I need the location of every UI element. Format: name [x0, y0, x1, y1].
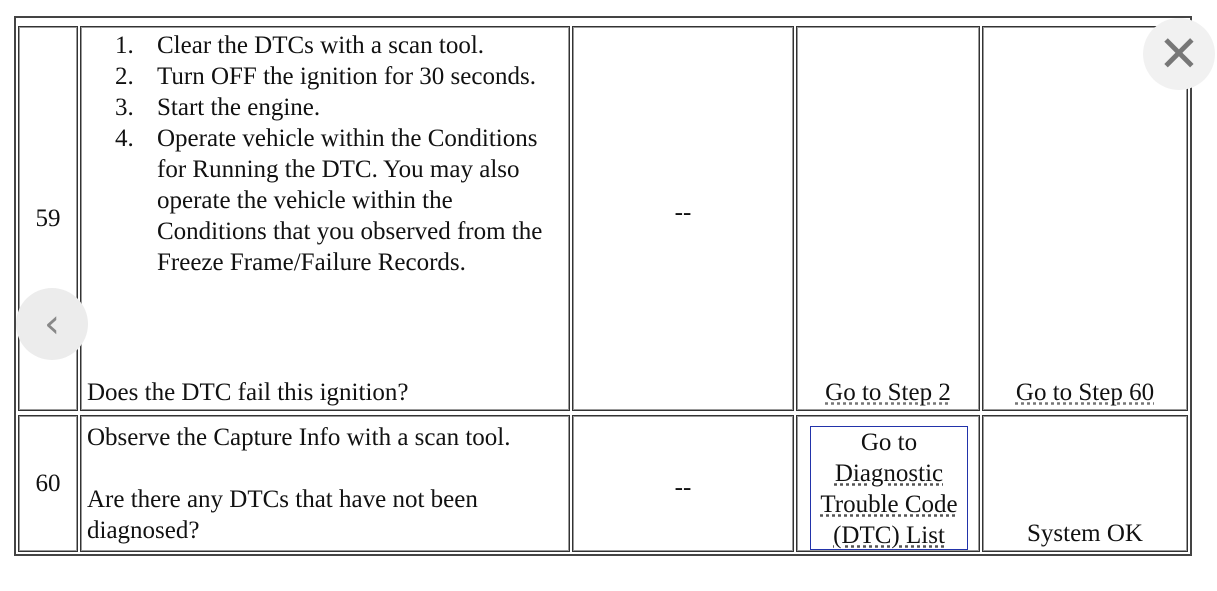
action-question: Are there any DTCs that have not been di…	[87, 486, 478, 544]
list-item: 3.Start the engine.	[115, 94, 321, 121]
action-steps-list: 1.Clear the DTCs with a scan tool. 2.Tur…	[87, 30, 563, 278]
dtc-list-link[interactable]: Go to Diagnostic Trouble Code (DTC) List	[810, 426, 968, 550]
yes-cell	[796, 415, 980, 552]
value-text: --	[674, 474, 692, 501]
close-button[interactable]: ✕	[1143, 18, 1215, 90]
value-text: --	[674, 199, 692, 226]
no-cell: System OK	[982, 415, 1188, 552]
step-number-cell: 60	[18, 415, 78, 552]
no-text: System OK	[1027, 520, 1143, 547]
step-number: 60	[35, 470, 61, 497]
value-cell: --	[572, 415, 794, 552]
action-cell: Observe the Capture Info with a scan too…	[80, 415, 570, 552]
diagnostic-table	[14, 16, 1192, 556]
step-number-cell: 59	[18, 26, 78, 411]
list-item: 1.Clear the DTCs with a scan tool.	[115, 32, 485, 59]
action-question: Does the DTC fail this ignition?	[87, 379, 409, 406]
previous-button[interactable]: ‹	[16, 288, 88, 360]
value-cell: --	[572, 26, 794, 411]
no-cell: Go to Step 60	[982, 26, 1188, 411]
yes-cell: Go to Step 2	[796, 26, 980, 411]
action-text: Observe the Capture Info with a scan too…	[87, 424, 511, 451]
chevron-left-icon: ‹	[44, 301, 60, 347]
action-cell: 1.Clear the DTCs with a scan tool. 2.Tur…	[80, 26, 570, 411]
no-link[interactable]: Go to Step 60	[1015, 379, 1155, 406]
list-item: 4.Operate vehicle within the Conditions …	[115, 125, 543, 276]
step-number: 59	[35, 205, 61, 232]
close-icon: ✕	[1158, 25, 1200, 83]
list-item: 2.Turn OFF the ignition for 30 seconds.	[115, 63, 536, 90]
yes-link[interactable]: Go to Step 2	[825, 379, 951, 406]
